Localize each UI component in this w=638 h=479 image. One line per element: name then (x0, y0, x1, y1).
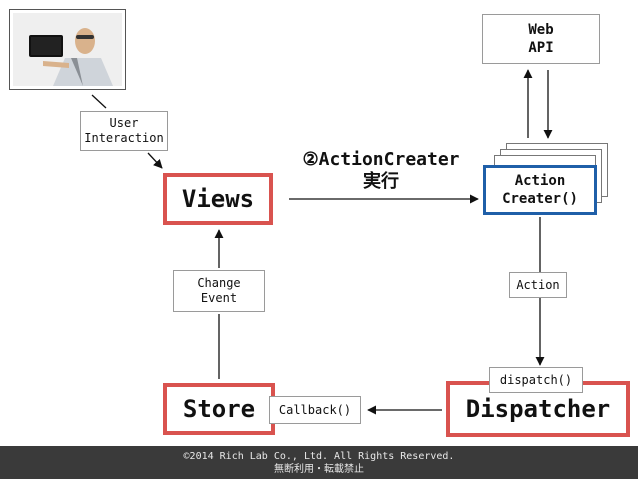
user-photo-image (13, 13, 122, 86)
footer-copyright: ©2014 Rich Lab Co., Ltd. All Rights Rese… (183, 450, 455, 462)
web-api-node: Web API (482, 14, 600, 64)
store-node: Store (163, 383, 275, 435)
user-interaction-label: User Interaction (80, 111, 168, 151)
interaction-to-views-arrow (147, 152, 163, 169)
action-creater-annotation: ②ActionCreater 実行 (302, 149, 460, 192)
callback-label: Callback() (269, 396, 361, 424)
change-event-label: Change Event (173, 270, 265, 312)
user-photo (9, 9, 126, 90)
footer-notice: 無断利用・転載禁止 (274, 463, 364, 475)
photo-to-interaction-line (91, 94, 107, 109)
views-node: Views (163, 173, 273, 225)
dispatch-label: dispatch() (489, 367, 583, 393)
action-creater-node: Action Creater() (483, 165, 597, 215)
person-illustration (13, 13, 122, 86)
action-label: Action (509, 272, 567, 298)
footer: ©2014 Rich Lab Co., Ltd. All Rights Rese… (0, 446, 638, 479)
